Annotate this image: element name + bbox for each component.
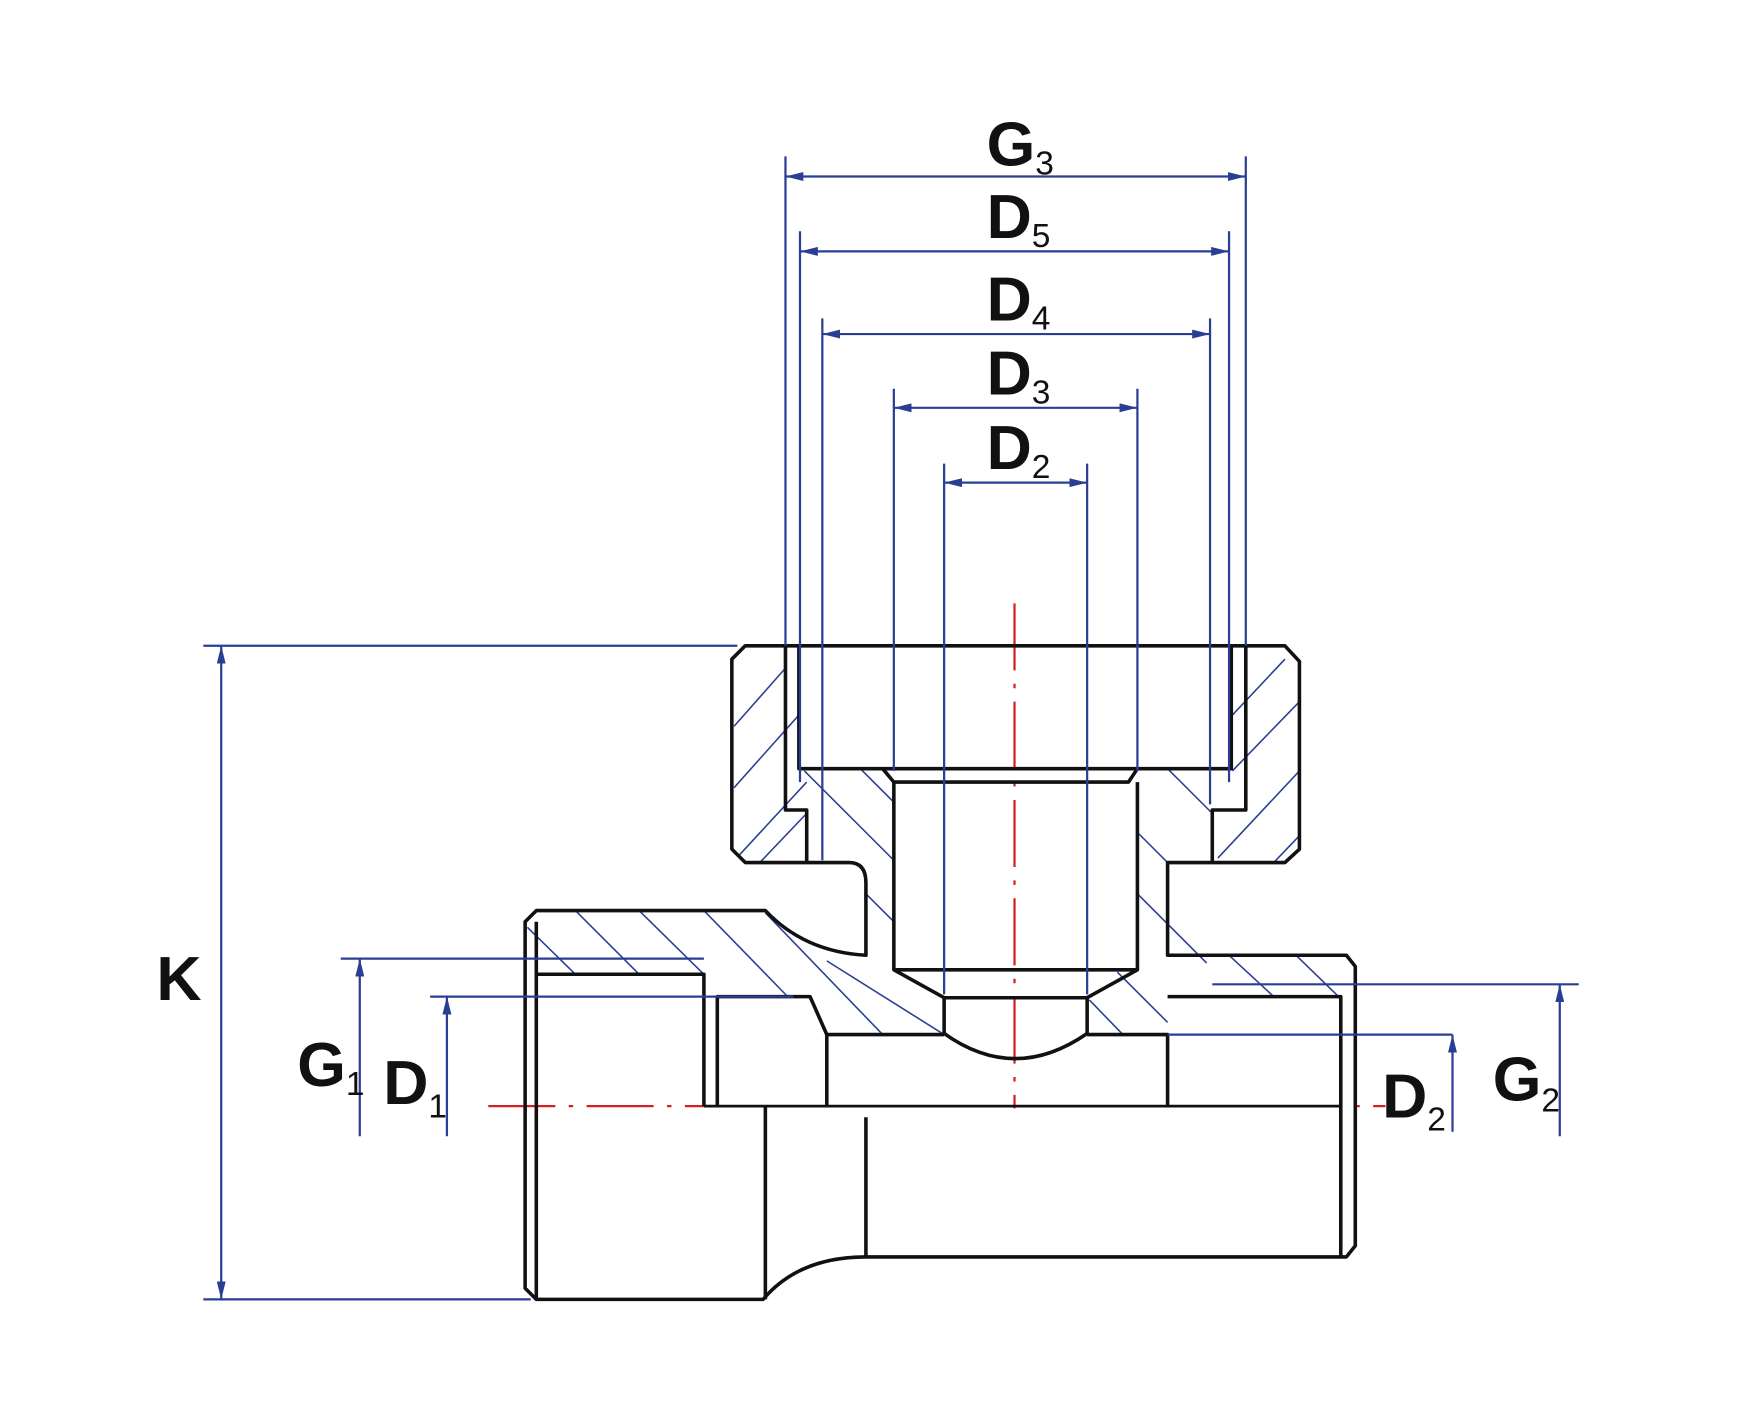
label-k: K xyxy=(156,944,201,1014)
label-d1: D1 xyxy=(383,1048,447,1125)
label-g2: G2 xyxy=(1493,1045,1560,1120)
dimension-lines xyxy=(203,156,1579,1301)
label-d2-side: D2 xyxy=(1382,1061,1446,1138)
label-d4: D4 xyxy=(987,265,1051,338)
label-g3: G3 xyxy=(987,109,1054,182)
label-d2-top: D2 xyxy=(987,413,1051,486)
fitting-outline xyxy=(523,643,1358,1302)
label-g1: G1 xyxy=(297,1030,364,1103)
centerlines xyxy=(488,603,1386,1109)
label-d5: D5 xyxy=(987,182,1051,255)
section-hatching xyxy=(526,658,1340,1036)
dimension-labels: G3 D5 D4 D3 D2 K G1 D1 D2 G2 xyxy=(156,109,1560,1138)
label-d3: D3 xyxy=(987,338,1051,411)
